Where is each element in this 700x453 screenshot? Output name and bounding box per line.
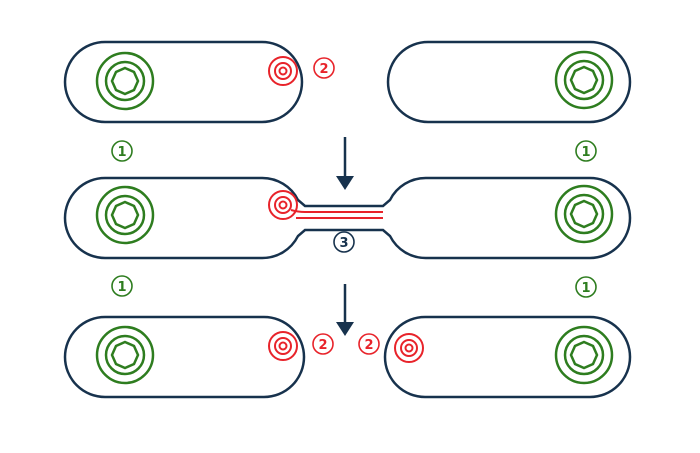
green-ring-icon xyxy=(95,185,155,245)
marker-3-label: 3 xyxy=(339,236,348,251)
capsule-top-right xyxy=(386,40,632,124)
row-2: 3 1 1 xyxy=(63,176,632,336)
red-ring-icon xyxy=(394,333,424,363)
marker-1: 1 xyxy=(111,140,133,162)
marker-2-label: 2 xyxy=(318,338,327,353)
marker-1: 1 xyxy=(575,276,597,298)
marker-2: 2 xyxy=(313,57,335,79)
down-arrow-icon xyxy=(336,284,354,336)
down-arrow-icon xyxy=(336,137,354,190)
marker-2-label: 2 xyxy=(319,62,328,77)
marker-3: 3 xyxy=(333,231,355,253)
capsule-bottom-right xyxy=(383,315,632,399)
marker-1-label: 1 xyxy=(581,145,590,160)
capsule-top-left xyxy=(63,40,304,124)
green-ring-icon xyxy=(95,325,155,385)
green-ring-icon xyxy=(554,50,614,110)
marker-1: 1 xyxy=(111,275,133,297)
marker-2-label: 2 xyxy=(364,338,373,353)
green-ring-icon xyxy=(554,325,614,385)
marker-2: 2 xyxy=(358,333,380,355)
marker-1-label: 1 xyxy=(117,280,126,295)
row-1: 2 1 1 xyxy=(63,40,632,190)
red-ring-icon xyxy=(268,56,298,86)
green-ring-icon xyxy=(554,184,614,244)
marker-1-label: 1 xyxy=(581,281,590,296)
marker-1-label: 1 xyxy=(117,145,126,160)
red-ring-icon xyxy=(268,331,298,361)
red-ring-icon xyxy=(268,190,298,220)
red-strand xyxy=(290,209,383,219)
row-3: 2 2 xyxy=(63,315,632,399)
green-ring-icon xyxy=(95,51,155,111)
marker-2: 2 xyxy=(312,333,334,355)
marker-1: 1 xyxy=(575,140,597,162)
capsule-bottom-left xyxy=(63,315,306,399)
